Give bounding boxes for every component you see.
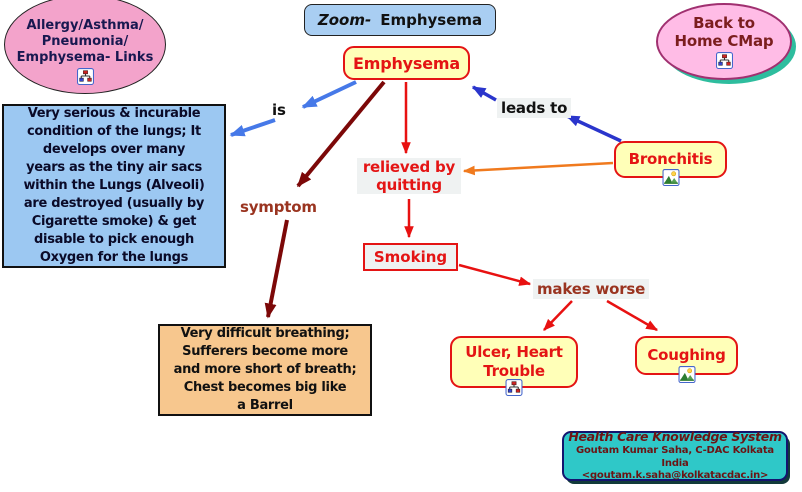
node-smoking[interactable]: Smoking bbox=[363, 243, 458, 271]
link-label-makes-worse[interactable]: makes worse bbox=[533, 279, 650, 299]
links-ellipse-label: Allergy/Asthma/ Pneumonia/ Emphysema- Li… bbox=[16, 18, 154, 65]
arrow-bronchitis-to-leadsto bbox=[565, 114, 622, 143]
arrow-makesworse-to-coughing bbox=[606, 299, 659, 332]
arrow-is-to-definition bbox=[229, 118, 276, 137]
credits-title: Health Care Knowledge System bbox=[568, 429, 782, 445]
credits-email: <goutam.k.saha@kolkatacdac.in> bbox=[581, 470, 769, 482]
definition-text: Very serious & incurable condition of th… bbox=[23, 106, 205, 265]
node-bronchitis[interactable]: Bronchitis bbox=[614, 141, 727, 186]
back-home-ellipse[interactable]: Back to Home CMap bbox=[656, 3, 792, 80]
credits-author: Goutam Kumar Saha, C-DAC Kolkata India bbox=[576, 445, 774, 469]
node-emphysema-label: Emphysema bbox=[353, 53, 460, 73]
arrow-emphysema-to-is bbox=[301, 80, 357, 109]
sitemap-icon[interactable] bbox=[505, 379, 523, 396]
credits-box: Health Care Knowledge System Goutam Kuma… bbox=[562, 429, 788, 482]
breathing-text: Very difficult breathing; Sufferers beco… bbox=[173, 326, 357, 413]
image-icon[interactable] bbox=[678, 366, 695, 383]
arrow-makesworse-to-ulcer bbox=[543, 300, 573, 331]
map-title: Zoom- Emphysema bbox=[304, 4, 496, 36]
node-coughing[interactable]: Coughing bbox=[635, 336, 738, 383]
arrow-leadsto-to-emphysema bbox=[471, 85, 497, 102]
node-emphysema[interactable]: Emphysema bbox=[343, 46, 470, 80]
image-icon[interactable] bbox=[662, 169, 679, 186]
link-label-leads-to[interactable]: leads to bbox=[497, 98, 572, 118]
link-label-is[interactable]: is bbox=[272, 101, 286, 119]
map-title-topic: Emphysema bbox=[380, 11, 483, 29]
node-ulcer-heart-trouble[interactable]: Ulcer, Heart Trouble bbox=[450, 336, 578, 396]
back-home-label: Back to Home CMap bbox=[674, 14, 774, 50]
arrow-bronchitis-to-relieved bbox=[462, 161, 614, 176]
node-definition-text[interactable]: Very serious & incurable condition of th… bbox=[2, 104, 226, 268]
links-ellipse[interactable]: Allergy/Asthma/ Pneumonia/ Emphysema- Li… bbox=[4, 0, 166, 94]
node-coughing-label: Coughing bbox=[647, 346, 726, 364]
arrow-smoking-to-makesworse bbox=[458, 263, 532, 286]
node-smoking-label: Smoking bbox=[373, 248, 448, 266]
arrow-emphysema-to-symptom bbox=[296, 80, 386, 188]
node-ulcer-label: Ulcer, Heart Trouble bbox=[465, 343, 563, 380]
map-title-zoom: Zoom- bbox=[317, 11, 372, 29]
sitemap-icon[interactable] bbox=[715, 52, 733, 69]
node-breathing-text[interactable]: Very difficult breathing; Sufferers beco… bbox=[158, 324, 372, 416]
sitemap-icon[interactable] bbox=[76, 68, 94, 85]
link-label-relieved-by-quitting[interactable]: relieved by quitting bbox=[357, 158, 461, 194]
arrow-symptom-to-breathing bbox=[264, 219, 289, 319]
node-bronchitis-label: Bronchitis bbox=[628, 150, 713, 168]
link-label-symptom[interactable]: symptom bbox=[240, 198, 317, 216]
